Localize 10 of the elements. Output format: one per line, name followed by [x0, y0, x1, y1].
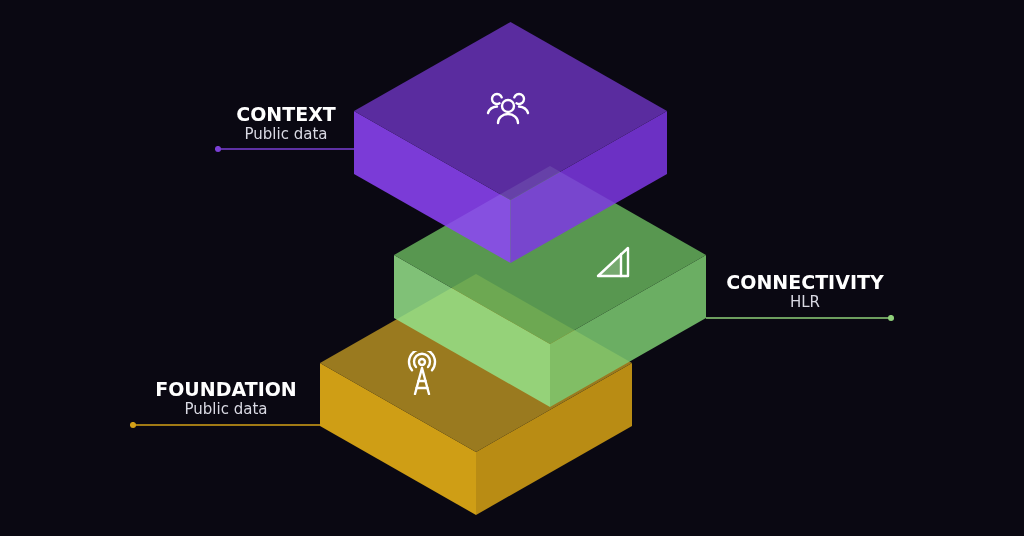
layer-title: CONNECTIVITY — [726, 271, 884, 293]
layer-subtitle: HLR — [789, 293, 821, 311]
leader-line — [129, 421, 321, 429]
layer-slab — [354, 22, 667, 263]
layer-title: FOUNDATION — [155, 378, 297, 400]
leader-line — [705, 314, 895, 322]
layer-subtitle: Public data — [184, 400, 268, 418]
leader-line — [214, 145, 355, 153]
layer-subtitle: Public data — [244, 125, 328, 143]
layer-title: CONTEXT — [236, 103, 336, 125]
